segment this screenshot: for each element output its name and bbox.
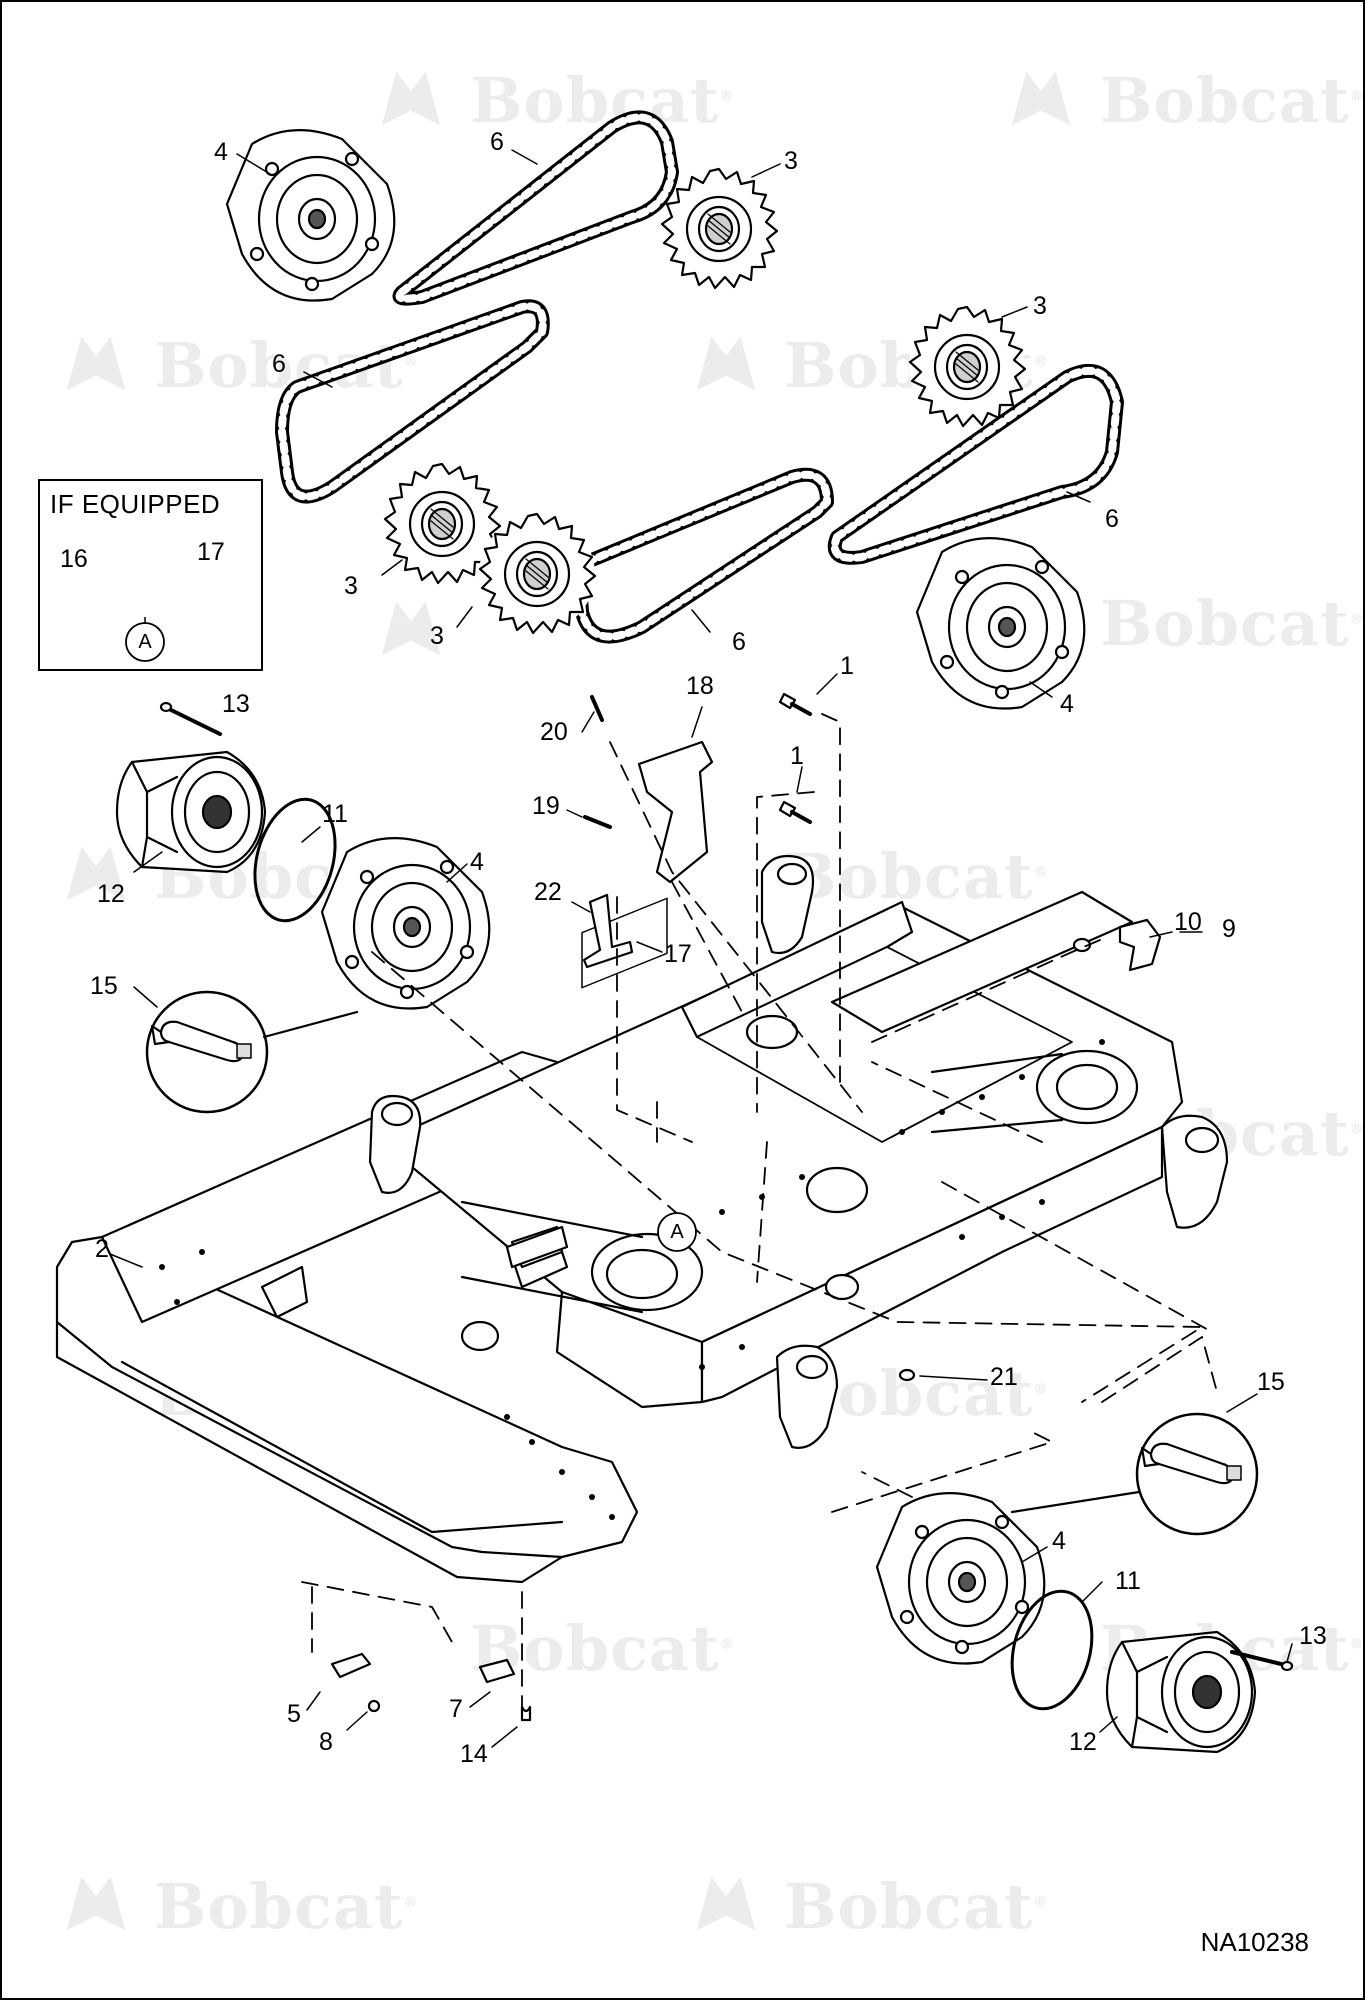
- drive-motor: [115, 750, 267, 874]
- callout-number: 1: [790, 742, 804, 770]
- registered-mark: ®: [1349, 88, 1365, 105]
- registered-mark: ®: [1349, 1636, 1365, 1653]
- detail-label: A: [670, 1221, 684, 1243]
- watermark-text: Bobcat®: [1100, 587, 1365, 660]
- drawing-number: NA10238: [1200, 1927, 1309, 1957]
- watermark-text: Bobcat®: [784, 840, 1049, 913]
- registered-mark: ®: [719, 88, 735, 105]
- callout-number: 4: [470, 848, 484, 876]
- bobcat-logo-icon: [381, 601, 441, 656]
- o-ring: [253, 797, 337, 923]
- watermark-text: Bobcat®: [784, 1870, 1049, 1943]
- callout-number: 4: [1052, 1527, 1066, 1555]
- bobcat-logo-icon: [381, 71, 441, 126]
- axle-hub: [320, 837, 491, 1010]
- callout-number: 4: [1060, 690, 1074, 718]
- callout-number: 19: [532, 792, 560, 820]
- callout-number: 16: [60, 545, 88, 573]
- bobcat-logo-icon: [1011, 71, 1071, 126]
- callout-number: 13: [222, 690, 250, 718]
- callout-number: 21: [990, 1363, 1018, 1391]
- callout-number: 4: [214, 138, 228, 166]
- bobcat-logo-icon: [66, 336, 126, 391]
- drive-motor: [1105, 1630, 1257, 1754]
- callout-number: 18: [686, 672, 714, 700]
- detail-reference-icon: [125, 617, 165, 662]
- machine-frame: [55, 854, 1229, 1584]
- callout-number: 15: [1257, 1368, 1285, 1396]
- sprocket: [907, 305, 1027, 428]
- bracket: [1118, 918, 1162, 972]
- callout-number: 20: [540, 718, 568, 746]
- plate: [330, 1652, 372, 1679]
- fitting: [520, 1705, 532, 1722]
- callout-number: 3: [430, 622, 444, 650]
- callout-number: 3: [784, 147, 798, 175]
- callout-number: 6: [732, 628, 746, 656]
- callout-number: 12: [1069, 1728, 1097, 1756]
- bolt: [583, 815, 612, 829]
- registered-mark: ®: [403, 1894, 419, 1911]
- callout-number: 17: [664, 940, 692, 968]
- callout-number: 3: [1033, 292, 1047, 320]
- plate: [478, 1658, 516, 1684]
- callout-number: 22: [534, 878, 562, 906]
- bobcat-logo-icon: [696, 1876, 756, 1931]
- nut: [898, 1368, 916, 1382]
- callout-number: 1: [840, 652, 854, 680]
- bolt: [159, 701, 1294, 1672]
- callout-number: 11: [1115, 1567, 1141, 1595]
- bracket: [582, 893, 634, 969]
- callout-number: 13: [1299, 1622, 1327, 1650]
- bracket: [637, 740, 714, 884]
- registered-mark: ®: [1349, 611, 1365, 628]
- sprocket: [659, 167, 779, 290]
- callout-number: 5: [287, 1700, 301, 1728]
- registered-mark: ®: [1033, 864, 1049, 881]
- callout-number: 15: [90, 972, 118, 1000]
- bolt: [778, 692, 812, 824]
- leader-lines: [81, 149, 1293, 1748]
- o-ring: [1010, 1589, 1094, 1711]
- bobcat-logo-icon: [66, 846, 126, 901]
- bolt: [367, 1699, 381, 1713]
- bobcat-logo-icon: [66, 1876, 126, 1931]
- axle-hub: [225, 129, 396, 302]
- registered-mark: ®: [403, 353, 419, 370]
- callout-number: 9: [1222, 915, 1236, 943]
- assembly-lines: [301, 713, 1218, 1708]
- bolt: [590, 695, 604, 722]
- grease-tube: [145, 990, 1259, 1536]
- registered-mark: ®: [719, 1636, 735, 1653]
- axle-hub: [875, 1492, 1046, 1665]
- axle-hub: [915, 537, 1086, 710]
- registered-mark: ®: [1033, 1894, 1049, 1911]
- callout-number: 12: [97, 880, 125, 908]
- registered-mark: ®: [1033, 353, 1049, 370]
- callout-number: 6: [272, 350, 286, 378]
- bobcat-logo-icon: [696, 336, 756, 391]
- registered-mark: ®: [1033, 1381, 1049, 1398]
- callout-number: 6: [490, 128, 504, 156]
- watermark-text: Bobcat®: [154, 1870, 419, 1943]
- watermark-text: Bobcat®: [470, 64, 735, 137]
- detail-label: A: [138, 631, 152, 653]
- callout-number: 8: [319, 1728, 333, 1756]
- detail-reference-icon: [657, 1212, 697, 1252]
- callout-number: 6: [1105, 505, 1119, 533]
- registered-mark: ®: [1349, 1121, 1365, 1138]
- callout-number: 2: [95, 1235, 109, 1263]
- inset-title: IF EQUIPPED: [50, 489, 221, 519]
- callout-number: 17: [197, 538, 225, 566]
- callout-number: 3: [344, 572, 358, 600]
- callout-number: 11: [322, 800, 348, 828]
- callout-number: 10: [1174, 908, 1202, 936]
- if-equipped-inset: IF EQUIPPED A: [38, 479, 263, 671]
- callout-number: 14: [460, 1740, 488, 1768]
- watermark-text: Bobcat®: [1100, 64, 1365, 137]
- callout-number: 7: [449, 1695, 463, 1723]
